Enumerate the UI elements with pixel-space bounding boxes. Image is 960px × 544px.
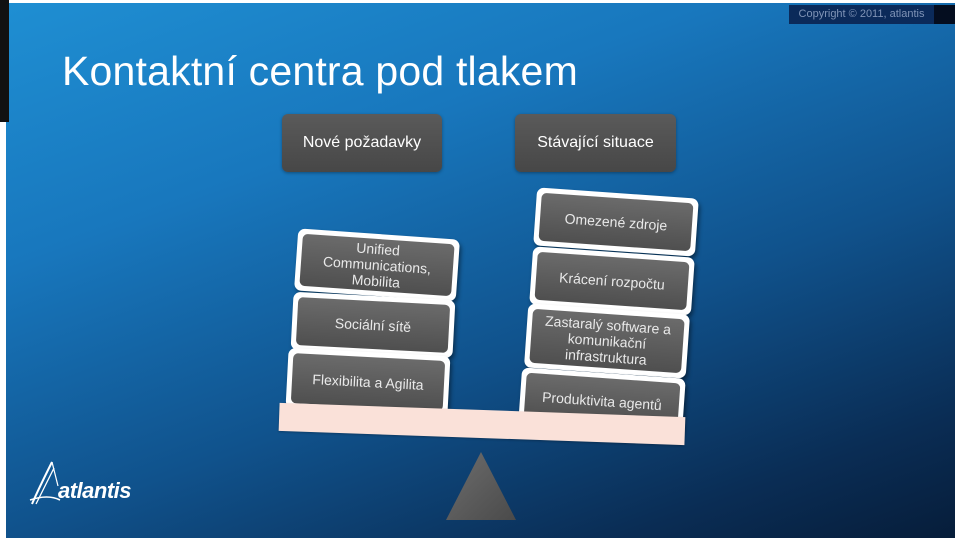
slide-title: Kontaktní centra pod tlakem [62,48,578,94]
left-block-label: Flexibilita a Agilita [290,353,446,411]
right-block-label: Krácení rozpočtu [534,251,690,311]
header-new-requirements: Nové požadavky [282,114,442,172]
atlantis-logo-icon [29,461,61,505]
left-block-label: Unified Communications, Mobilita [299,233,455,297]
seesaw-fulcrum [446,452,516,520]
slide-frame-top [0,0,960,3]
right-block-label: Zastaralý software a komunikační infrast… [529,308,685,374]
right-block-label: Omezené zdroje [538,192,694,252]
copyright-edge [934,5,955,24]
slide-accent-bar [0,0,9,122]
right-block-limited-resources: Omezené zdroje [533,187,699,257]
right-block-legacy-software: Zastaralý software a komunikační infrast… [523,303,691,379]
slide-frame-right [955,0,960,544]
atlantis-logo-text: atlantis [58,478,132,503]
header-current-situation: Stávající situace [515,114,676,172]
slide-frame-bottom [0,538,960,544]
left-block-label: Sociální sítě [295,297,451,353]
slide-frame-left [0,0,6,544]
left-block-unified-communications: Unified Communications, Mobilita [294,228,460,302]
copyright-notice: Copyright © 2011, atlantis [789,5,934,24]
